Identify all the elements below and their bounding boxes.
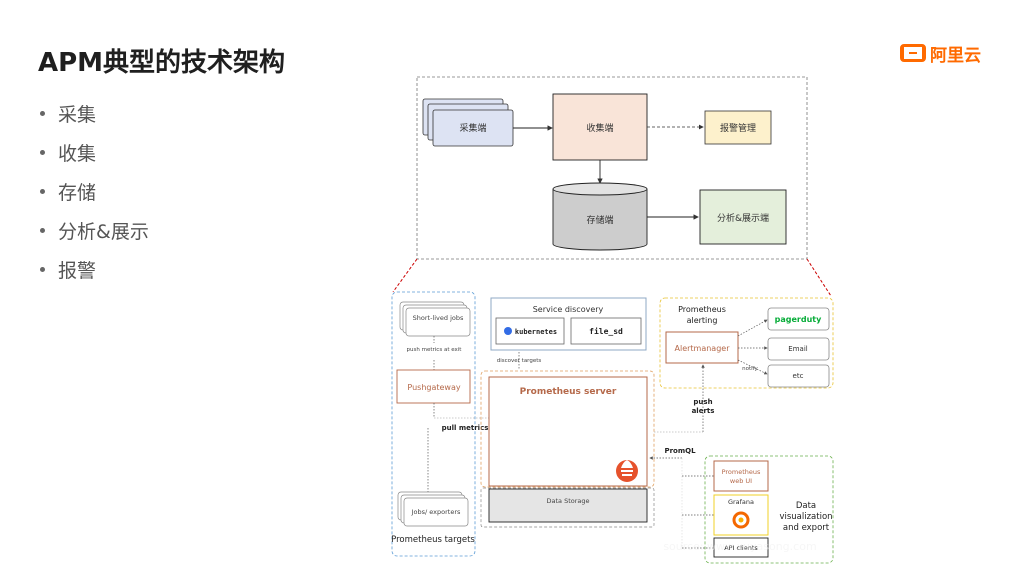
bullet-dot-icon	[40, 111, 45, 116]
jobs-exporters-label: Jobs/ exporters	[411, 508, 461, 516]
bullet-dot-icon	[40, 150, 45, 155]
analysis-display-node	[699, 189, 787, 245]
pushgateway-label: Pushgateway	[407, 383, 460, 392]
jobs-exporters-node: Jobs/ exporters	[397, 491, 469, 527]
watermark: source: www.xuyasong.com	[663, 540, 816, 553]
alertmanager-node	[665, 331, 739, 364]
api-clients-label: API clients	[724, 544, 758, 552]
web-ui-label-line2: web UI	[730, 477, 752, 485]
bullet-item: 采集	[38, 94, 149, 133]
alert-management-node	[704, 110, 772, 145]
push-alerts-label-line1: push	[693, 398, 712, 406]
bullet-item: 分析&展示	[38, 211, 149, 250]
storage-label: 存储端	[586, 214, 613, 226]
data-viz-label-line3: and export	[783, 523, 830, 533]
web-ui-node	[713, 460, 769, 492]
data-viz-label-line1: Data	[796, 501, 816, 511]
file-sd-label: file_sd	[589, 326, 623, 336]
pull-metrics-label: pull metrics	[442, 424, 489, 432]
bullet-list: 采集 收集 存储 分析&展示 报警	[38, 94, 149, 289]
pagerduty-node	[767, 307, 830, 331]
slide-title: APM典型的技术架构	[38, 48, 286, 78]
collector-agents-label: 采集端	[459, 122, 486, 134]
prometheus-logo-icon	[616, 460, 638, 482]
prometheus-server-label: Prometheus server	[520, 387, 617, 397]
bullet-item: 报警	[38, 250, 149, 289]
top-diagram-frame	[416, 76, 808, 260]
data-storage-node	[488, 488, 648, 523]
email-node	[767, 337, 830, 361]
data-viz-label-line2: visualization	[779, 512, 832, 522]
kubernetes-label: kubernetes	[515, 328, 557, 336]
service-discovery-label: Service discovery	[533, 305, 604, 314]
analysis-display-label: 分析&展示端	[717, 212, 769, 224]
etc-node	[767, 364, 830, 388]
short-lived-jobs-label: Short-lived jobs	[413, 314, 464, 322]
bullet-item: 收集	[38, 133, 149, 172]
notify-label: notify	[742, 366, 758, 372]
to-etc-arrow	[737, 359, 768, 375]
bullet-item: 存储	[38, 172, 149, 211]
etc-label: etc	[793, 372, 804, 380]
alert-management-label: 报警管理	[720, 122, 756, 134]
logo-text: 阿里云	[930, 45, 981, 66]
short-lived-jobs-node: Short-lived jobs	[399, 301, 471, 337]
aliyun-logo: 阿里云	[900, 40, 981, 66]
aliyun-logo-icon	[900, 44, 926, 62]
alertmanager-label: Alertmanager	[675, 344, 731, 353]
kubernetes-icon	[504, 327, 512, 335]
push-alerts-label-line2: alerts	[692, 407, 715, 415]
web-ui-label-line1: Prometheus	[722, 468, 761, 476]
to-pagerduty-arrow	[737, 319, 768, 337]
email-label: Email	[788, 345, 807, 353]
pagerduty-label: pagerduty	[775, 315, 822, 324]
grafana-logo-icon	[732, 511, 750, 529]
bullet-dot-icon	[40, 189, 45, 194]
api-clients-node	[713, 537, 769, 558]
prometheus-targets-label: Prometheus targets	[391, 535, 475, 545]
bullet-dot-icon	[40, 267, 45, 272]
collector-agents-node: 采集端	[422, 98, 514, 147]
data-storage-label: Data Storage	[546, 497, 589, 505]
bullet-dot-icon	[40, 228, 45, 233]
discover-targets-label: discover targets	[497, 358, 542, 364]
pushgateway-node	[396, 369, 471, 404]
zoom-connector-right	[806, 258, 832, 297]
alerting-label-line1: Prometheus	[678, 305, 726, 314]
alerting-label-line2: alerting	[687, 316, 718, 325]
collector-server-node	[552, 93, 648, 161]
top-diagram: 采集端 收集端 报警管理 存储端 分析&展示端	[416, 76, 808, 260]
prometheus-diagram: Short-lived jobs push metrics at exit Pu…	[391, 291, 834, 564]
alerting-group	[659, 297, 834, 389]
push-metrics-label: push metrics at exit	[407, 347, 463, 353]
storage-node: 存储端	[552, 182, 648, 251]
server-group	[480, 370, 655, 488]
file-sd-node	[570, 317, 642, 345]
zoom-connector-left	[392, 258, 418, 293]
grafana-label: Grafana	[728, 498, 754, 506]
collector-server-label: 收集端	[586, 122, 613, 134]
targets-group	[391, 291, 476, 557]
promql-label: PromQL	[664, 447, 696, 455]
